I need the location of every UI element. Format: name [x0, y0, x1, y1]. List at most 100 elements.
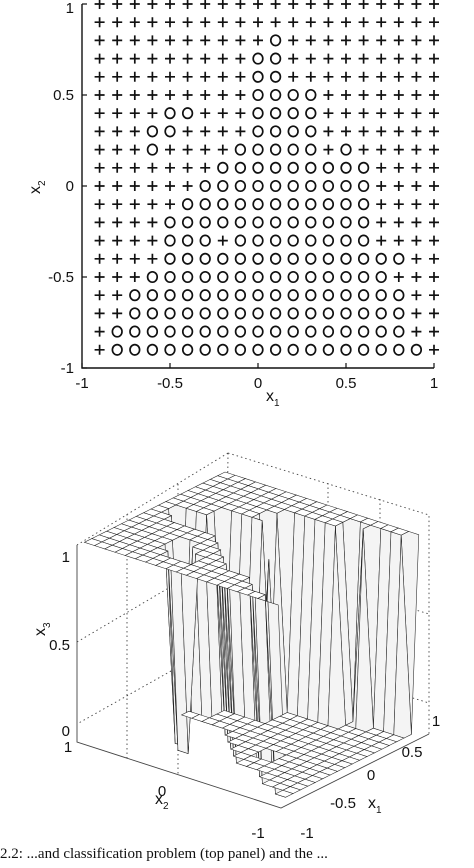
plus-point — [217, 144, 228, 155]
plus-point — [94, 344, 105, 355]
scatter-xlabel: x1 — [266, 388, 280, 409]
plus-point — [112, 235, 123, 246]
plus-point — [358, 144, 369, 155]
circle-point — [252, 216, 264, 229]
plus-point — [429, 53, 439, 64]
circle-point — [340, 289, 352, 302]
circle-point — [199, 325, 211, 338]
plus-point — [129, 199, 140, 210]
surface-grid-cell — [266, 505, 286, 514]
plus-point — [200, 108, 211, 119]
plus-point — [147, 181, 158, 191]
plus-point — [411, 71, 422, 82]
x1-tick-label: -0.5 — [330, 795, 356, 812]
plus-point — [217, 71, 228, 82]
circle-point — [375, 270, 387, 284]
circle-point — [287, 307, 299, 320]
circle-point — [164, 107, 176, 120]
plus-point — [411, 17, 422, 28]
plus-point — [393, 272, 404, 282]
figure-caption: 2.2: ...and classification problem (top … — [0, 846, 328, 862]
circle-point — [357, 343, 370, 356]
surface-tick-labels: 00.51-1-0.500.51-101 — [49, 549, 440, 842]
plus-point — [376, 0, 387, 9]
circle-point — [340, 179, 352, 193]
plus-point — [129, 217, 140, 228]
plus-point — [393, 126, 404, 137]
plus-point — [94, 35, 105, 46]
circle-point — [322, 270, 335, 284]
plus-point — [235, 0, 246, 9]
plus-point — [411, 144, 422, 155]
plus-point — [182, 162, 193, 173]
surface-grid-cell — [195, 507, 215, 516]
plus-point — [288, 71, 299, 82]
plus-point — [165, 144, 175, 155]
plus-point — [147, 35, 158, 46]
circle-point — [305, 88, 317, 102]
circle-point — [322, 161, 335, 174]
plus-point — [200, 144, 211, 155]
circle-point — [252, 252, 264, 265]
circle-point — [340, 325, 352, 338]
plus-point — [429, 108, 439, 119]
plus-point — [411, 253, 422, 264]
surface-grid-cell — [390, 527, 410, 536]
plus-point — [376, 35, 387, 46]
plus-point — [429, 272, 439, 282]
plus-point — [94, 0, 105, 9]
circle-point — [269, 234, 282, 247]
circle-point — [269, 307, 282, 320]
plus-point — [376, 235, 387, 246]
plus-point — [165, 71, 175, 82]
plus-point — [341, 35, 351, 46]
circle-point — [217, 252, 229, 265]
plus-point — [393, 17, 404, 28]
circle-point — [146, 343, 159, 356]
plus-point — [429, 290, 439, 301]
x-tick-label: -0.5 — [157, 375, 183, 392]
circle-point — [164, 270, 176, 284]
circle-point — [340, 143, 352, 156]
plus-point — [165, 90, 175, 100]
plus-point — [341, 17, 351, 28]
circle-point — [305, 252, 317, 265]
plus-point — [411, 308, 422, 319]
plus-point — [94, 90, 105, 100]
plus-point — [112, 126, 123, 137]
circle-point — [322, 234, 335, 247]
plus-point — [235, 35, 246, 46]
plus-point — [235, 126, 246, 137]
plus-point — [341, 71, 351, 82]
plus-point — [147, 235, 158, 246]
plus-point — [94, 126, 105, 137]
plus-point — [429, 126, 439, 137]
plus-point — [129, 71, 140, 82]
x-tick-label: -1 — [75, 375, 88, 392]
circle-point — [305, 234, 317, 247]
plus-point — [358, 35, 369, 46]
circle-point — [234, 252, 247, 265]
circle-point — [234, 234, 247, 247]
circle-point — [129, 307, 141, 320]
y-tick-label: -0.5 — [48, 269, 74, 286]
circle-point — [269, 216, 282, 229]
circle-point — [287, 343, 299, 356]
surface-grid-cell — [274, 790, 294, 798]
circle-point — [234, 343, 247, 356]
circle-point — [322, 198, 335, 211]
plus-point — [129, 53, 140, 64]
circle-point — [252, 143, 264, 156]
plus-point — [411, 35, 422, 46]
circle-point — [305, 343, 317, 356]
circle-point — [181, 252, 194, 265]
circle-point — [322, 179, 335, 193]
plus-point — [112, 90, 123, 100]
x1-tick-label: 1 — [432, 713, 440, 730]
circle-point — [410, 343, 423, 356]
plus-point — [217, 53, 228, 64]
plus-point — [147, 71, 158, 82]
plus-point — [429, 162, 439, 173]
circle-point — [269, 107, 282, 120]
plus-point — [376, 71, 387, 82]
